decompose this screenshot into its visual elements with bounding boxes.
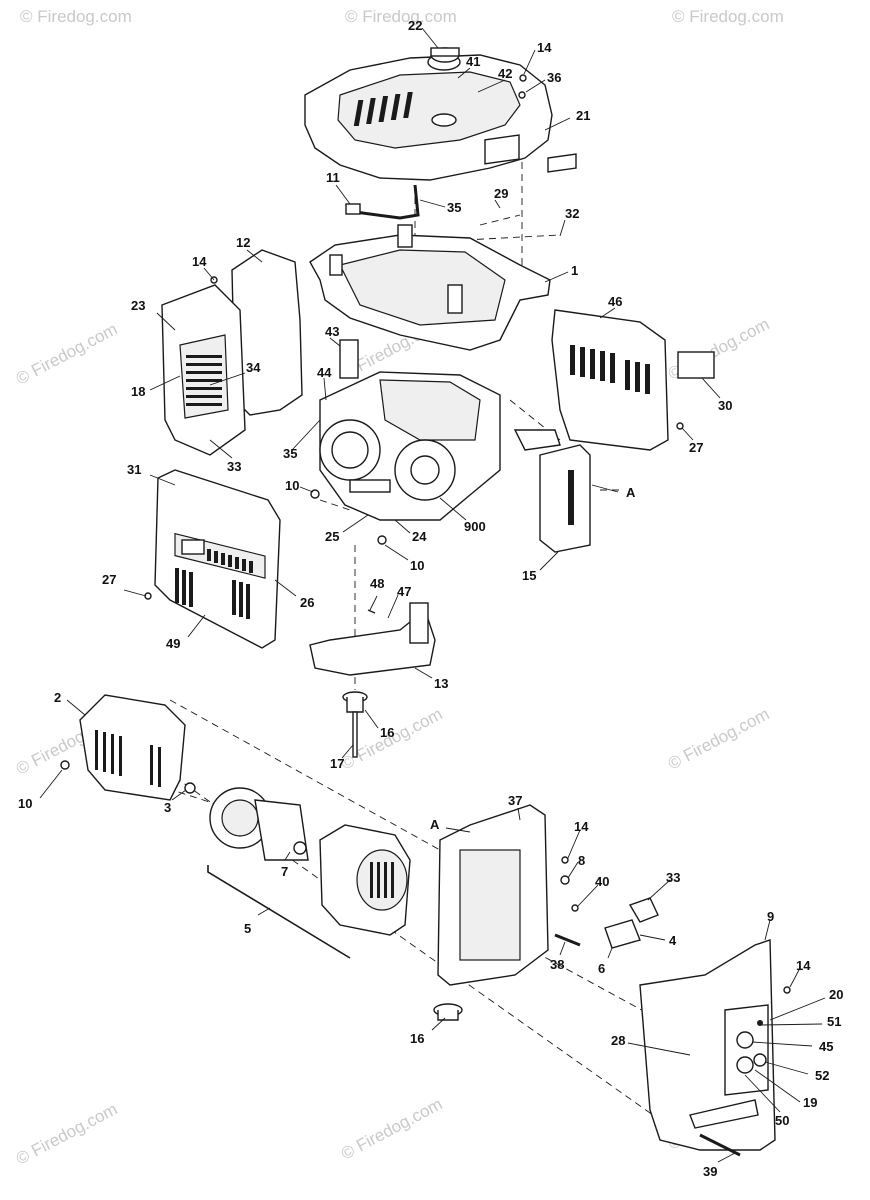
callout-27: 27 — [689, 440, 703, 455]
fuel-line — [345, 184, 420, 220]
callout-40: 40 — [595, 874, 609, 889]
callout-42: 42 — [498, 66, 512, 81]
leader-lines — [39, 27, 826, 1163]
callout-49: 49 — [166, 636, 180, 651]
callout-52: 52 — [815, 1068, 829, 1083]
callout-14: 14 — [192, 254, 207, 269]
callout-19: 19 — [803, 1095, 817, 1110]
callout-35: 35 — [447, 200, 461, 215]
callout-47: 47 — [397, 584, 411, 599]
fuel-cap — [430, 47, 460, 63]
callout-30: 30 — [718, 398, 732, 413]
callout-38: 38 — [550, 957, 564, 972]
muffler — [513, 429, 591, 553]
rubber-foot-upper — [342, 691, 368, 758]
callout-26: 26 — [300, 595, 314, 610]
rear-housing — [79, 694, 186, 801]
engine-bracket — [309, 602, 436, 676]
stator-shroud — [319, 824, 411, 936]
watermark: © Firedog.com — [13, 1099, 121, 1168]
callout-8: 8 — [578, 853, 585, 868]
callout-5: 5 — [244, 921, 251, 936]
callout-21: 21 — [576, 108, 590, 123]
callout-labels: 22 41 42 14 36 21 11 35 29 32 12 14 1 23… — [18, 18, 843, 1179]
callout-14: 14 — [537, 40, 552, 55]
watermark: © Firedog.com — [338, 1094, 446, 1163]
callout-23: 23 — [131, 298, 145, 313]
front-panel — [154, 469, 281, 649]
control-panel-cover — [639, 939, 776, 1151]
fuel-tank — [304, 53, 553, 181]
callout-1: 1 — [571, 263, 578, 278]
hardware — [60, 74, 791, 994]
watermark: © Firedog.com — [345, 7, 457, 26]
callout-22: 22 — [408, 18, 422, 33]
callout-43: 43 — [325, 324, 339, 339]
stator-bracket-line — [207, 865, 351, 959]
callout-50: 50 — [775, 1113, 789, 1128]
rotor-assembly — [209, 787, 309, 861]
callout-10: 10 — [285, 478, 299, 493]
callout-A: A — [626, 485, 636, 500]
callout-31: 31 — [127, 462, 141, 477]
callout-10: 10 — [18, 796, 32, 811]
callout-12: 12 — [236, 235, 250, 250]
frame — [309, 224, 551, 351]
callout-17: 17 — [330, 756, 344, 771]
callout-33: 33 — [227, 459, 241, 474]
callout-6: 6 — [598, 961, 605, 976]
callout-34: 34 — [246, 360, 261, 375]
side-panel-left — [161, 284, 246, 456]
callout-48: 48 — [370, 576, 384, 591]
callout-20: 20 — [829, 987, 843, 1002]
callout-3: 3 — [164, 800, 171, 815]
callout-16: 16 — [410, 1031, 424, 1046]
callout-14: 14 — [574, 819, 589, 834]
decal-32 — [547, 153, 577, 173]
callout-16: 16 — [380, 725, 394, 740]
callout-46: 46 — [608, 294, 622, 309]
control-back-plate — [437, 804, 549, 986]
callout-36: 36 — [547, 70, 561, 85]
callout-33: 33 — [666, 870, 680, 885]
bolt-39 — [699, 1133, 741, 1157]
rubber-foot-lower — [433, 1003, 463, 1021]
watermark: © Firedog.com — [20, 7, 132, 26]
callout-28: 28 — [611, 1033, 625, 1048]
callout-11: 11 — [326, 170, 340, 185]
callout-13: 13 — [434, 676, 448, 691]
watermark: © Firedog.com — [672, 7, 784, 26]
callout-7: 7 — [281, 864, 288, 879]
callout-45: 45 — [819, 1039, 833, 1054]
callout-9: 9 — [767, 909, 774, 924]
callout-25: 25 — [325, 529, 339, 544]
callout-35: 35 — [283, 446, 297, 461]
engine — [319, 371, 501, 521]
callout-37: 37 — [508, 793, 522, 808]
callout-29: 29 — [494, 186, 508, 201]
callout-14: 14 — [796, 958, 811, 973]
decal-43 — [339, 339, 359, 379]
side-panel-right — [551, 309, 669, 451]
callout-10: 10 — [410, 558, 424, 573]
callout-2: 2 — [54, 690, 61, 705]
callout-41: 41 — [466, 54, 480, 69]
callout-51: 51 — [827, 1014, 841, 1029]
callout-900: 900 — [464, 519, 486, 534]
callout-15: 15 — [522, 568, 536, 583]
callout-A: A — [430, 817, 440, 832]
callout-44: 44 — [317, 365, 332, 380]
decal-29 — [484, 134, 520, 165]
callout-27: 27 — [102, 572, 116, 587]
breaker — [604, 897, 659, 949]
callout-32: 32 — [565, 206, 579, 221]
callout-24: 24 — [412, 529, 427, 544]
callout-39: 39 — [703, 1164, 717, 1179]
watermark: © Firedog.com — [665, 704, 773, 773]
decal-30 — [677, 351, 715, 379]
callout-4: 4 — [669, 933, 677, 948]
watermark: © Firedog.com — [13, 319, 121, 388]
callout-18: 18 — [131, 384, 145, 399]
